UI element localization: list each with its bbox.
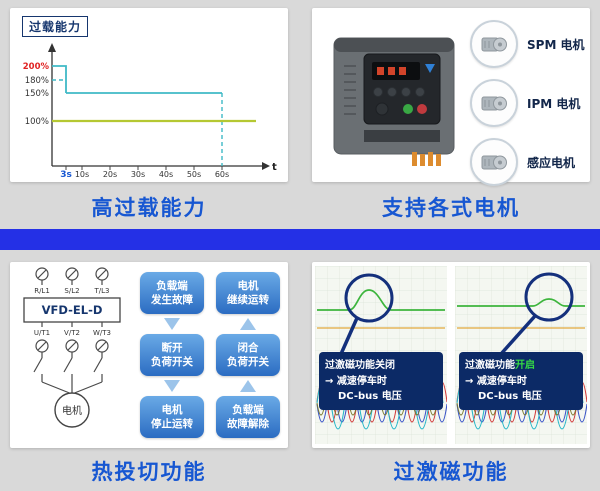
scope-capture-on: 过激磁功能开启 → 减速停车时 DC-bus 电压	[455, 266, 588, 444]
hot-switching-card: R/L1 S/L2 T/L3 VFD-EL-D U/T1 V/T2 W/T3 电…	[10, 262, 288, 448]
spm-motor-icon	[470, 20, 518, 68]
x-axis-arrow	[262, 162, 270, 170]
flow-box-fault-cleared: 负载端 故障解除	[216, 396, 280, 438]
output-terminal-labels: U/T1 V/T2 W/T3	[34, 329, 111, 337]
motor-row-induction: 感应电机	[470, 138, 586, 186]
chart-title: 过载能力	[22, 16, 89, 37]
ipm-motor-icon	[470, 79, 518, 127]
vfd-drive-image	[333, 37, 455, 166]
chart-gridlines	[52, 65, 256, 166]
motor-row-ipm: IPM 电机	[470, 79, 586, 127]
flow-box-motor-stops: 电机 停止运转	[140, 396, 204, 438]
load-switches	[33, 339, 109, 395]
svg-text:R/L1: R/L1	[34, 287, 50, 295]
hot-swap-flow: 负载端 发生故障 电机 继续运转 断开 负荷开关 闭合 负荷开关 电机 停止运转…	[134, 262, 288, 448]
scope-capture-off: 过激磁功能关闭 → 减速停车时 DC-bus 电压	[315, 266, 448, 444]
dcbus-trace-flat	[457, 298, 585, 307]
svg-text:180%: 180%	[25, 76, 49, 86]
callout-on: 过激磁功能开启 → 减速停车时 DC-bus 电压	[459, 352, 583, 410]
terminal-wires	[412, 152, 441, 166]
state-on-text: 开启	[515, 360, 535, 371]
drive-buttons	[373, 87, 427, 116]
svg-text:U/T1: U/T1	[34, 329, 50, 337]
chart-axes	[51, 50, 262, 167]
flow-box-motor-continues: 电机 继续运转	[216, 272, 280, 314]
overload-caption: 高过载能力	[91, 196, 207, 220]
flow-box-close-switch: 闭合 负荷开关	[216, 334, 280, 376]
overex-caption: 过激磁功能	[393, 460, 509, 484]
delta-logo-icon	[425, 64, 435, 73]
motor-type-list: SPM 电机 IPM 电机	[470, 20, 586, 186]
y-axis-arrow	[48, 43, 56, 52]
motor-symbol-label: 电机	[62, 404, 82, 417]
motor-label: 感应电机	[527, 155, 576, 170]
svg-text:150%: 150%	[25, 89, 49, 99]
drive-vents	[344, 65, 356, 115]
wiring-diagram: R/L1 S/L2 T/L3 VFD-EL-D U/T1 V/T2 W/T3 电…	[23, 267, 121, 428]
motors-caption: 支持各式电机	[382, 196, 520, 220]
magnifier-circle-icon	[524, 272, 574, 322]
svg-text:T/L3: T/L3	[94, 287, 110, 295]
hotswap-caption: 热投切功能	[91, 460, 207, 484]
motor-label: SPM 电机	[527, 37, 585, 52]
callout-off-title: 过激磁功能关闭	[325, 360, 395, 371]
svg-text:V/T2: V/T2	[64, 329, 80, 337]
x-tick-labels: 3s 10s 20s 30s 40s 50s 60s	[60, 170, 229, 178]
overload-capability-card: 过载能力 t 200% 180% 150% 100% 3	[10, 8, 288, 182]
arrow-up-icon	[240, 380, 256, 392]
motor-symbol	[54, 392, 90, 428]
input-terminal-labels: R/L1 S/L2 T/L3	[34, 287, 109, 295]
blue-divider-band	[0, 229, 600, 250]
induction-motor-icon	[470, 138, 518, 186]
svg-text:50s: 50s	[187, 170, 201, 178]
supported-motors-card: SPM 电机 IPM 电机	[312, 8, 590, 186]
callout-on-title: 过激磁功能开启	[465, 360, 535, 371]
drive-display	[372, 62, 420, 80]
x-axis-label: t	[272, 162, 277, 173]
flow-box-open-switch: 断开 负荷开关	[140, 334, 204, 376]
svg-text:200%: 200%	[23, 62, 50, 72]
magnifier-circle-icon	[344, 273, 394, 323]
arrow-up-icon	[240, 318, 256, 330]
svg-text:3s: 3s	[60, 170, 72, 178]
svg-text:20s: 20s	[103, 170, 117, 178]
motor-row-spm: SPM 电机	[470, 20, 586, 68]
vfd-device-label: VFD-EL-D	[42, 303, 103, 317]
svg-text:100%: 100%	[25, 117, 49, 127]
arrow-down-icon	[164, 380, 180, 392]
overload-chart: t 200% 180% 150% 100% 3s 10s 20s 30s 40s	[23, 43, 277, 178]
x-tick-marks	[65, 166, 223, 170]
svg-text:10s: 10s	[75, 170, 89, 178]
svg-text:S/L2: S/L2	[64, 287, 79, 295]
svg-text:60s: 60s	[215, 170, 229, 178]
flow-box-fault-occurs: 负载端 发生故障	[140, 272, 204, 314]
svg-text:30s: 30s	[131, 170, 145, 178]
dcbus-trace-bump	[317, 289, 445, 311]
over-excitation-card: 过激磁功能关闭 → 减速停车时 DC-bus 电压 过激磁功能开启 →	[312, 262, 590, 448]
arrow-down-icon	[164, 318, 180, 330]
callout-off: 过激磁功能关闭 → 减速停车时 DC-bus 电压	[319, 352, 443, 410]
terminal-cover	[364, 130, 440, 142]
motor-label: IPM 电机	[527, 96, 581, 111]
y-tick-labels: 200% 180% 150% 100%	[23, 62, 50, 127]
svg-text:W/T3: W/T3	[93, 329, 111, 337]
svg-text:40s: 40s	[159, 170, 173, 178]
